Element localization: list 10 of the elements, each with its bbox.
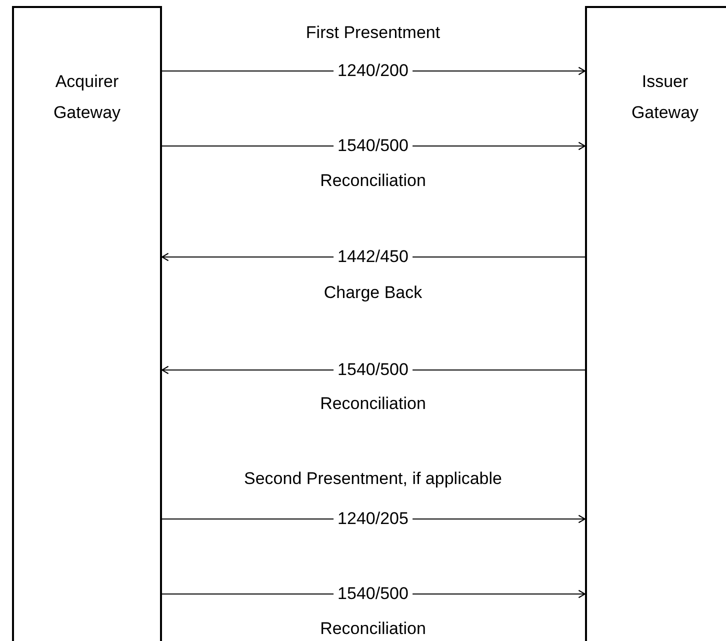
message-caption: Second Presentment, if applicable [244,469,502,489]
gateway-name: Acquirer Gateway [52,71,122,124]
message-caption: Reconciliation [320,394,426,414]
gateway-column [12,6,162,641]
gateway-name: Issuer Gateway [630,71,700,124]
gateway-column [585,6,726,641]
message-caption: Reconciliation [320,171,426,191]
message-caption: First Presentment [306,23,440,43]
message-caption: Charge Back [324,283,422,303]
message-caption: Reconciliation [320,619,426,639]
